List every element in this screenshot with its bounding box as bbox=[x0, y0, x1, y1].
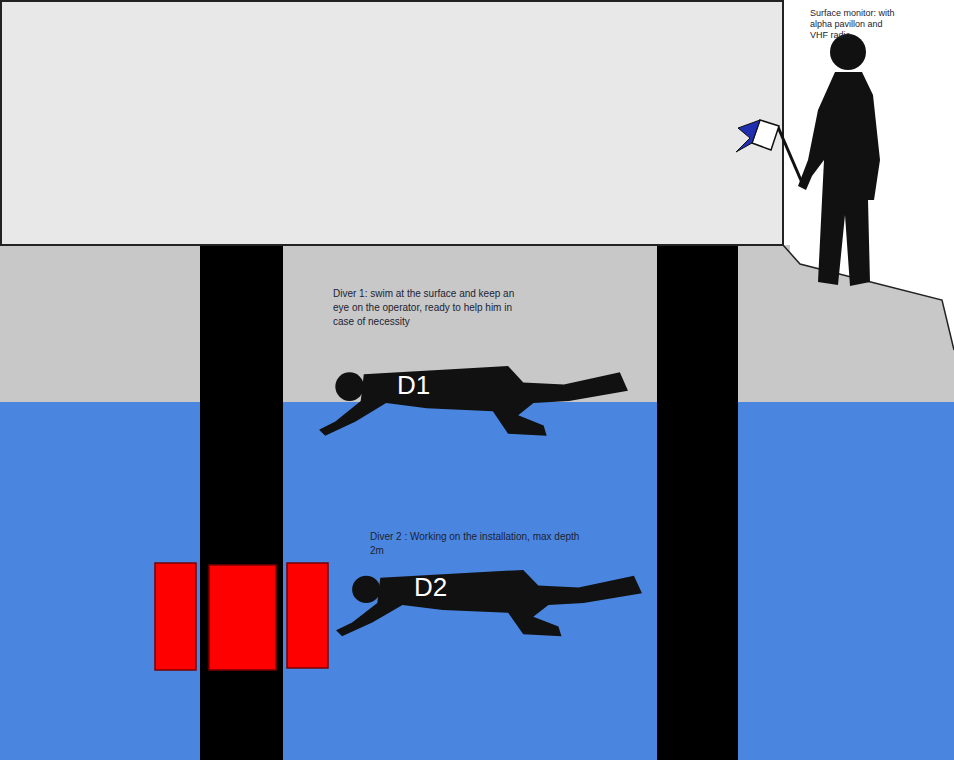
installation-block bbox=[155, 563, 196, 670]
diver-figure: D2 bbox=[332, 566, 644, 644]
alpha-flag-blue bbox=[736, 120, 760, 152]
diver-silhouette bbox=[315, 362, 630, 444]
pillar bbox=[657, 246, 738, 760]
installation-block bbox=[209, 565, 276, 670]
flag-pole bbox=[778, 127, 803, 185]
diver-body bbox=[319, 366, 628, 436]
deck-platform bbox=[1, 1, 783, 245]
surface-monitor-person bbox=[798, 72, 880, 286]
annotation-note: Diver 1: swim at the surface and keep an… bbox=[333, 287, 518, 329]
water bbox=[0, 402, 954, 760]
annotation-note: Diver 2 : Working on the installation, m… bbox=[370, 530, 580, 558]
diver-head bbox=[335, 372, 363, 401]
diver-label: D1 bbox=[397, 370, 430, 400]
diver-silhouette bbox=[332, 566, 644, 644]
installation-block bbox=[287, 563, 328, 668]
diver-body bbox=[336, 570, 642, 636]
annotation-note: Surface monitor: with alpha pavillon and… bbox=[810, 8, 900, 41]
diver-label: D2 bbox=[414, 572, 447, 602]
pillar bbox=[200, 246, 283, 760]
diver-figure: D1 bbox=[315, 362, 630, 444]
diver-head bbox=[352, 576, 380, 603]
